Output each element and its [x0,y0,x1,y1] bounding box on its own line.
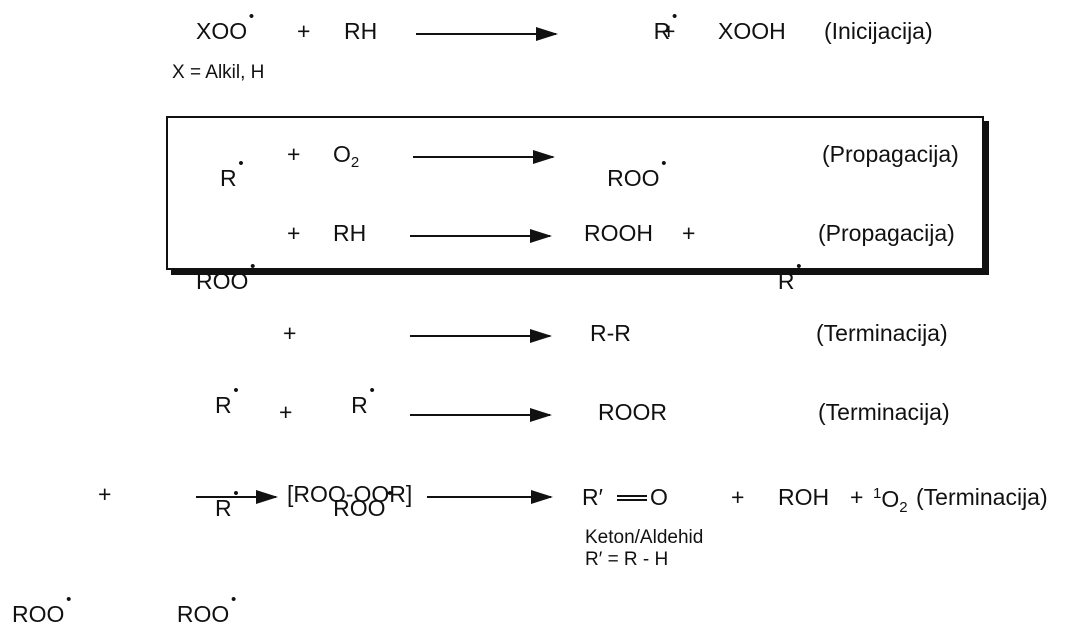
termination2-reactant-r-radical: R [215,495,232,521]
propagation2-product-rooh: ROOH [584,220,653,246]
termination3-product-oxygen: O [650,484,668,510]
termination3-note-keton-aldehid: Keton/Aldehid [585,527,704,548]
initiation-note: X = Alkil, H [172,62,265,83]
propagation2-reactant-rh: RH [333,220,367,246]
propagation1-reactant-o2: O2 [333,141,360,171]
propagation1-label: (Propagacija) [822,141,959,167]
propagation-reaction-2: ROO + RH ROOH + R (Propagacija) [0,48,1088,293]
initiation-reactant-rh: RH [344,18,378,44]
initiation-reactant-xoo-radical: XOO [196,18,247,44]
reaction-arrow [410,408,552,422]
propagation-box [166,116,984,270]
propagation1-product-roo-radical: ROO [607,165,659,191]
termination2-product-roor: ROOR [598,399,667,425]
termination3-reactant-roo-radical: ROO [12,601,64,627]
termination3-note-r-prime: R′ = R - H [585,549,669,570]
oxygen-symbol: O [333,141,351,167]
reaction-arrow [416,27,558,41]
termination-reaction-2: R + ROO ROOR (Terminacija) [0,96,1088,520]
double-bond [617,495,647,501]
plus-sign: + [283,320,297,346]
initiation-product-r-radical: R [654,18,671,44]
subscript: 2 [899,499,908,516]
termination1-product-rr: R-R [590,320,631,346]
termination3-intermediate: [ROO-OOR] [287,481,413,507]
plus-sign: + [682,220,696,246]
termination1-label: (Terminacija) [816,320,948,346]
oxygen-symbol: O [881,486,900,512]
initiation-label: (Inicijacija) [824,18,933,44]
termination3-reactant-roo-radical-2: ROO [177,601,229,627]
propagation2-reactant-roo-radical: ROO [196,268,248,294]
propagation1-reactant-r-radical: R [220,165,237,191]
plus-sign: + [279,399,293,425]
reaction-arrow [196,490,278,504]
plus-sign: + [731,484,745,510]
termination1-reactant-r-radical-2: R [351,392,368,418]
reaction-arrow [410,229,552,243]
termination-reaction-1: R + R R-R (Terminacija) [0,72,1088,417]
termination2-label: (Terminacija) [818,399,950,425]
propagation2-label: (Propagacija) [818,220,955,246]
termination3-product-r-prime: R′ [582,484,603,510]
initiation-product-xooh: XOOH [718,18,786,44]
reaction-arrow [413,150,555,164]
plus-sign: + [98,481,112,507]
termination1-reactant-r-radical: R [215,392,232,418]
termination3-label: (Terminacija) [916,484,1048,510]
reaction-arrow [410,329,552,343]
plus-sign: + [297,18,311,44]
subscript: 2 [350,154,360,171]
propagation-reaction-1: R + O2 ROO (Propagacija) [0,24,1088,190]
initiation-reaction: XOO + RH R + XOOH (Inicijacija) X = Alki… [0,0,1088,83]
superscript: 1 [873,485,882,502]
plus-sign: + [287,141,301,167]
plus-sign: + [287,220,301,246]
propagation2-product-r-radical: R [778,268,795,294]
termination3-product-roh: ROH [778,484,830,510]
termination3-product-singlet-oxygen: 1O2 [873,486,908,515]
plus-sign: + [850,484,864,510]
reaction-arrow [427,490,553,504]
plus-sign: + [662,18,676,44]
termination2-reactant-roo-radical: ROO [333,495,385,521]
